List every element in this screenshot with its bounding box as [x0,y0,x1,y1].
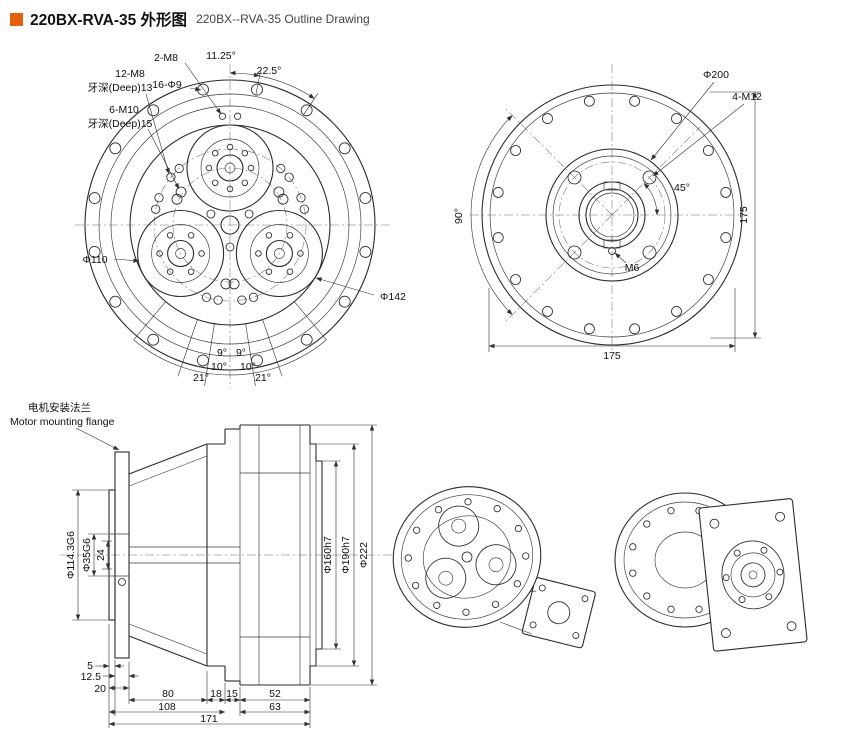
input-face-view: 2-M8 11.25° 22.5° 16-Φ9 12-M8 牙深(Deep)13… [75,50,406,388]
dim-phi160: Φ160h7 [322,536,334,574]
flange-label-cn: 电机安装法兰 [28,401,91,414]
dim-24: 24 [95,549,107,561]
dim-171: 171 [200,713,218,725]
label-angle-10-left: 10° [211,361,227,373]
dim-phi1143: Φ114.3G6 [65,531,77,579]
side-section-view: 电机安装法兰 Motor mounting flange Φ114.3G6 Φ3… [10,401,392,728]
label-deep13: 牙深(Deep)13 [88,82,153,94]
dim-63: 63 [269,701,281,713]
label-angle-90: 90° [453,208,465,224]
page-title-cn: 220BX-RVA-35 外形图 [30,12,188,29]
label-12m8: 12-M8 [115,68,145,80]
gear-bottom-left [137,209,225,298]
label-4m12: 4-M12 [732,91,762,103]
flange-label-en: Motor mounting flange [10,416,115,428]
label-phi142: Φ142 [380,291,406,303]
iso-a-face [392,486,542,628]
dim-80: 80 [162,688,174,700]
label-angle-9-left: 9° [217,347,227,359]
center-holes [206,112,254,252]
bolt-holes-16 [492,95,732,335]
iso-view-output-side [614,492,808,652]
gear-bottom-right [235,209,323,298]
label-angle-21-right: 21° [255,372,271,384]
dim-phi35: Φ35G6 [81,538,93,572]
dim-125: 12.5 [81,671,102,683]
dim-phi222: Φ222 [358,542,370,568]
dim-52: 52 [269,688,281,700]
page-title-en: 220BX--RVA-35 Outline Drawing [196,12,370,26]
label-phi110: Φ110 [82,254,107,266]
label-6m10: 6-M10 [109,104,139,116]
label-angle-45: 45° [674,182,690,194]
label-phi200: Φ200 [703,69,729,81]
label-angle-21-left: 21° [193,372,209,384]
dim-5: 5 [87,660,93,672]
dim-108: 108 [158,701,176,713]
label-angle-1125: 11.25° [206,50,236,62]
iso-b-motor-flange [698,498,808,652]
output-dims [470,81,761,352]
header-bullet-icon [10,12,23,26]
section-dimensions [72,424,377,728]
reducer-body [206,424,323,686]
m8-holes-12 [151,163,309,305]
label-16phi9: 16-Φ9 [152,79,182,91]
label-angle-225: 22.5° [257,65,282,77]
label-deep15: 牙深(Deep)15 [88,118,153,130]
bottom-angle-dims [133,301,327,387]
label-angle-9-right: 9° [236,347,246,359]
label-2m8: 2-M8 [154,52,178,64]
iso-view-input-side [392,486,596,649]
dim-15: 15 [226,688,238,700]
bolt-holes-16-phi9 [88,83,372,367]
dim-phi190: Φ190h7 [340,536,352,574]
top-angle-dims [229,69,319,116]
dim-175-bottom: 175 [603,350,621,362]
dim-18: 18 [210,688,222,700]
label-angle-10-right: 10° [240,361,256,373]
iso-a-motor-flange [521,577,596,649]
leader-lines [113,62,375,296]
m10-holes-6 [171,186,289,290]
dim-20: 20 [94,683,106,695]
dim-175-right: 175 [738,206,750,224]
label-m6: M6 [625,262,640,274]
page-header: 220BX-RVA-35 外形图 220BX--RVA-35 Outline D… [10,8,370,30]
bell-housing-cone [128,443,240,667]
output-face-view: Φ200 4-M12 45° 90° 175 M6 175 [453,64,762,362]
gear-top [186,124,274,212]
